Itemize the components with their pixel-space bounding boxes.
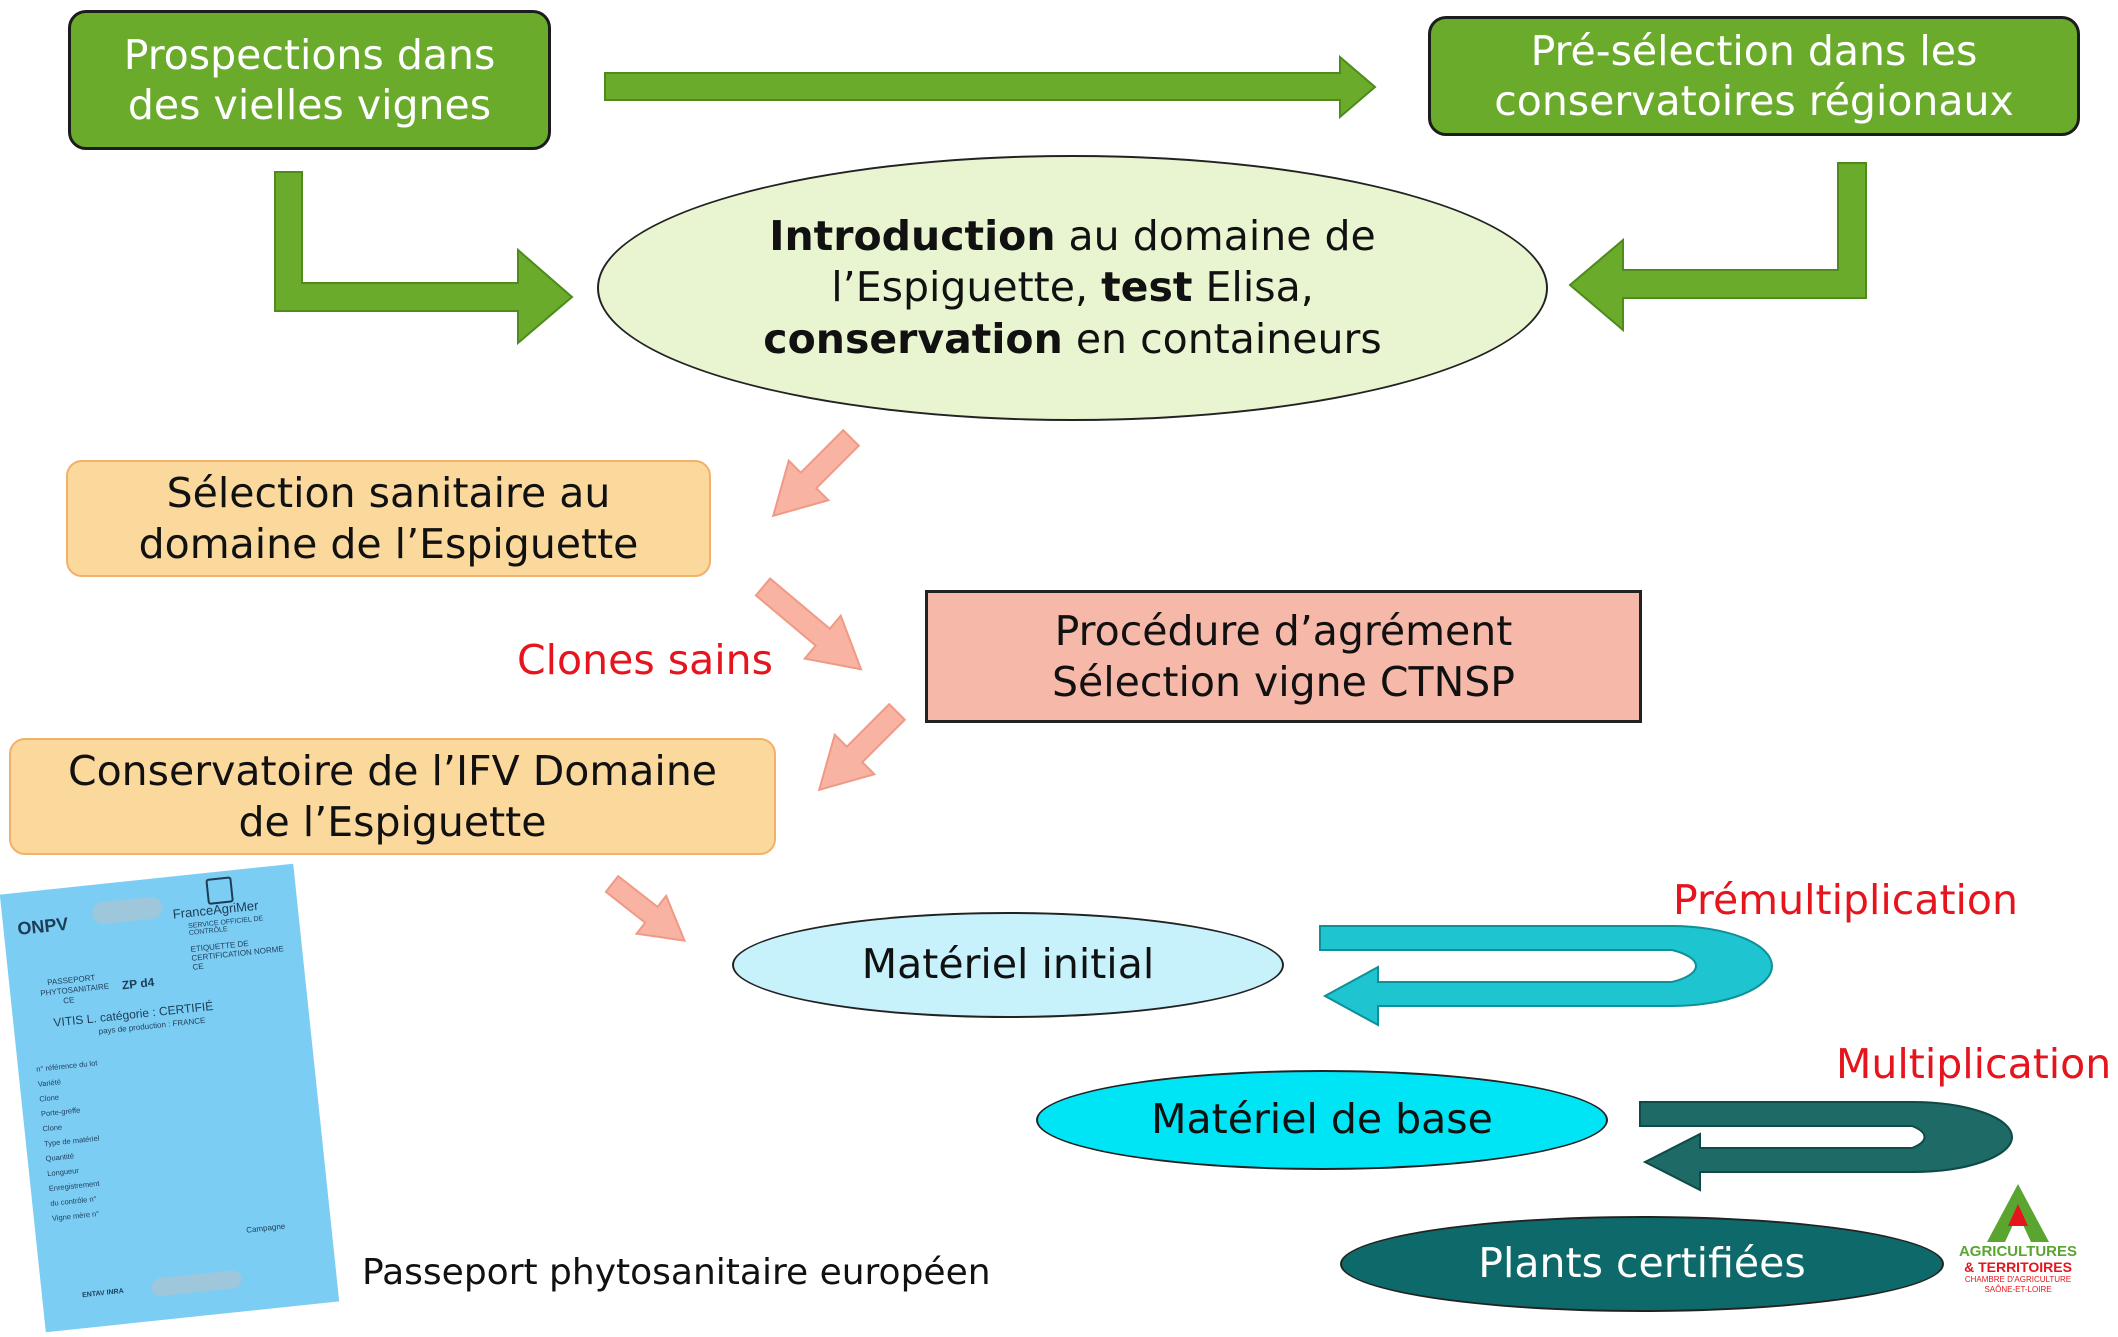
node-prospections: Prospections dans des vielles vignes <box>68 10 551 150</box>
arrow-premultiplication <box>1319 925 1773 1027</box>
arrow-introduction-to-selection <box>771 428 861 518</box>
intro-bold-test: test <box>1101 263 1193 312</box>
node-selection-sanitaire-label: Sélection sanitaire au domaine de l’Espi… <box>138 469 639 568</box>
node-prospections-label: Prospections dans des vielles vignes <box>123 30 496 129</box>
arrow-preselection-to-introduction <box>1568 162 1867 333</box>
logo-line1: AGRICULTURES <box>1958 1243 2078 1260</box>
passport-campagne: Campagne <box>245 1221 286 1235</box>
passport-line3: CE <box>62 995 75 1006</box>
passport-caption: Passeport phytosanitaire européen <box>362 1252 991 1293</box>
node-procedure-label: Procédure d’agrément Sélection vigne CTN… <box>1052 607 1515 706</box>
passport-fields: n° référence du lot Variété Clone Porte-… <box>35 1055 113 1226</box>
arrow-multiplication <box>1639 1101 2013 1192</box>
intro-text-2: Elisa, <box>1192 263 1314 312</box>
logo-line2: & TERRITOIRES <box>1964 1259 2072 1275</box>
arrow-prospections-to-preselection <box>604 54 1377 120</box>
node-preselection-label: Pré-sélection dans les conservatoires ré… <box>1494 26 2014 125</box>
passport-etiquette: ETIQUETTE DE CERTIFICATION NORME CE <box>190 938 285 972</box>
node-conservatoire-label: Conservatoire de l’IFV Domaine de l’Espi… <box>67 747 718 846</box>
passport-blur-top <box>91 895 164 925</box>
passport-blur-bottom <box>150 1269 243 1297</box>
logo-line4: SAÔNE-ET-LOIRE <box>1984 1285 2052 1294</box>
node-plants-certifies-label: Plants certifiées <box>1478 1239 1806 1288</box>
node-preselection: Pré-sélection dans les conservatoires ré… <box>1428 16 2080 136</box>
passport-footer: ENTAV INRA <box>81 1287 125 1300</box>
logo-line3: CHAMBRE D'AGRICULTURE <box>1964 1275 2072 1284</box>
passport-zp: ZP d4 <box>121 974 155 993</box>
node-procedure: Procédure d’agrément Sélection vigne CTN… <box>925 590 1642 723</box>
node-selection-sanitaire: Sélection sanitaire au domaine de l’Espi… <box>66 460 711 577</box>
arrow-selection-to-procedure <box>754 577 863 671</box>
node-materiel-base: Matériel de base <box>1036 1070 1608 1170</box>
node-materiel-initial: Matériel initial <box>732 912 1284 1018</box>
arrow-prospections-to-introduction <box>274 171 574 346</box>
arrow-procedure-to-conservatoire <box>817 702 907 792</box>
intro-text-1: au domaine de l’Espiguette, <box>831 212 1376 312</box>
node-introduction: Introduction au domaine de l’Espiguette,… <box>597 155 1548 421</box>
label-clones-sains: Clones sains <box>517 636 773 684</box>
node-materiel-initial-label: Matériel initial <box>861 940 1155 989</box>
chambre-agriculture-logo: AGRICULTURES & TERRITOIRES CHAMBRE D'AGR… <box>1956 1182 2080 1332</box>
arrow-conservatoire-to-initial <box>604 874 687 942</box>
node-plants-certifies: Plants certifiées <box>1340 1216 1944 1312</box>
label-multiplication: Multiplication <box>1836 1040 2112 1088</box>
logo-a-icon <box>1987 1184 2049 1242</box>
intro-bold-conservation: conservation <box>763 314 1063 363</box>
node-conservatoire: Conservatoire de l’IFV Domaine de l’Espi… <box>9 738 776 855</box>
label-premultiplication: Prémultiplication <box>1673 876 2018 924</box>
intro-bold-introduction: Introduction <box>769 212 1056 261</box>
passport-card-image: ONPV FranceAgriMer SERVICE OFFICIEL DE C… <box>0 863 340 1333</box>
passport-org: ONPV <box>16 913 70 939</box>
intro-text-3: en containeurs <box>1062 314 1382 363</box>
node-materiel-base-label: Matériel de base <box>1151 1095 1493 1144</box>
